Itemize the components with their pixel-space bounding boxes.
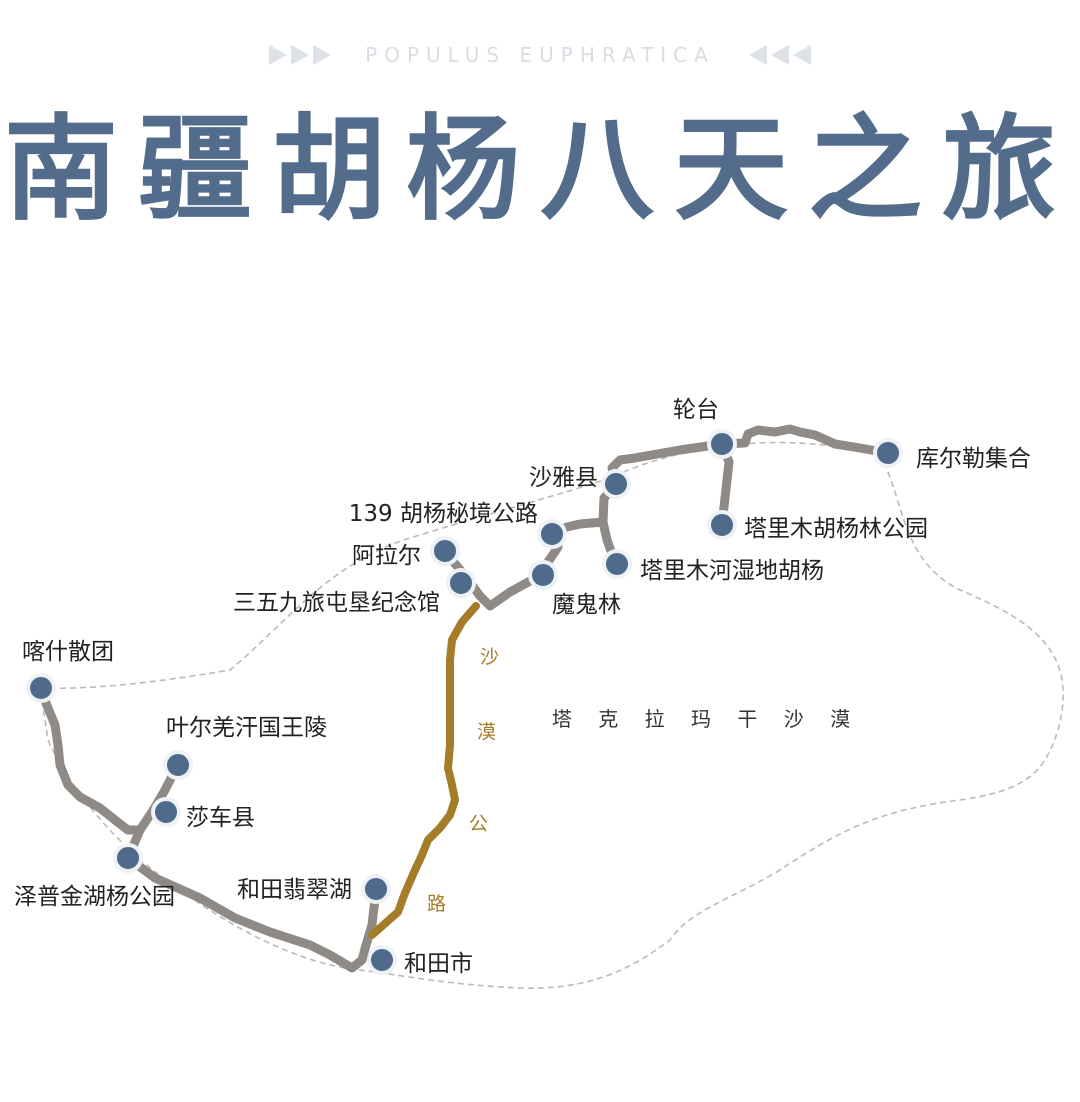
marker-kashi[interactable] [26, 673, 56, 703]
marker-hetian-lake[interactable] [361, 874, 391, 904]
label-shache: 莎车县 [186, 805, 255, 831]
marker-memorial359[interactable] [446, 568, 476, 598]
road-char-2: 漠 [477, 721, 496, 743]
marker-road139[interactable] [537, 519, 567, 549]
marker-talimu-park[interactable] [707, 510, 737, 540]
label-kuerle: 库尔勒集合 [916, 446, 1031, 472]
label-hetian-lake: 和田翡翠湖 [237, 877, 352, 903]
label-hetian: 和田市 [404, 951, 473, 977]
marker-shache[interactable] [151, 797, 181, 827]
marker-alaer[interactable] [430, 536, 460, 566]
markers [26, 429, 903, 975]
label-road139: 139 胡杨秘境公路 [349, 501, 538, 527]
label-zepu: 泽普金湖杨公园 [14, 884, 175, 910]
road-char-3: 公 [469, 813, 488, 835]
label-talimu-wetland: 塔里木河湿地胡杨 [640, 558, 824, 584]
marker-shaya[interactable] [601, 469, 631, 499]
label-alaer: 阿拉尔 [352, 543, 421, 569]
label-yeerqiang: 叶尔羌汗国王陵 [166, 715, 327, 741]
marker-yeerqiang[interactable] [163, 750, 193, 780]
right-arrows-icon [748, 45, 811, 65]
desert-road [368, 602, 480, 939]
left-arrows-icon [269, 45, 332, 65]
marker-hetian[interactable] [367, 945, 397, 975]
header-decoration: POPULUS EUPHRATICA [0, 38, 1080, 72]
marker-luntai[interactable] [707, 429, 737, 459]
label-moguilin: 魔鬼林 [552, 592, 621, 618]
marker-zepu[interactable] [113, 843, 143, 873]
marker-kuerle[interactable] [873, 438, 903, 468]
desert-boundary [39, 441, 1064, 989]
label-kashi: 喀什散团 [22, 639, 114, 665]
road-char-4: 路 [427, 893, 446, 915]
label-shaya: 沙雅县 [529, 465, 598, 491]
marker-moguilin[interactable] [528, 560, 558, 590]
label-memorial359: 三五九旅屯垦纪念馆 [233, 590, 440, 616]
road-char-1: 沙 [480, 646, 499, 668]
desert-label: 塔 克 拉 玛 干 沙 漠 [552, 707, 860, 731]
page-title: 南疆胡杨八天之旅 [3, 103, 1076, 236]
label-talimu-park: 塔里木胡杨林公园 [744, 516, 928, 542]
subtitle: POPULUS EUPHRATICA [365, 43, 715, 67]
label-luntai: 轮台 [673, 397, 719, 423]
marker-talimu-wetland[interactable] [602, 549, 632, 579]
